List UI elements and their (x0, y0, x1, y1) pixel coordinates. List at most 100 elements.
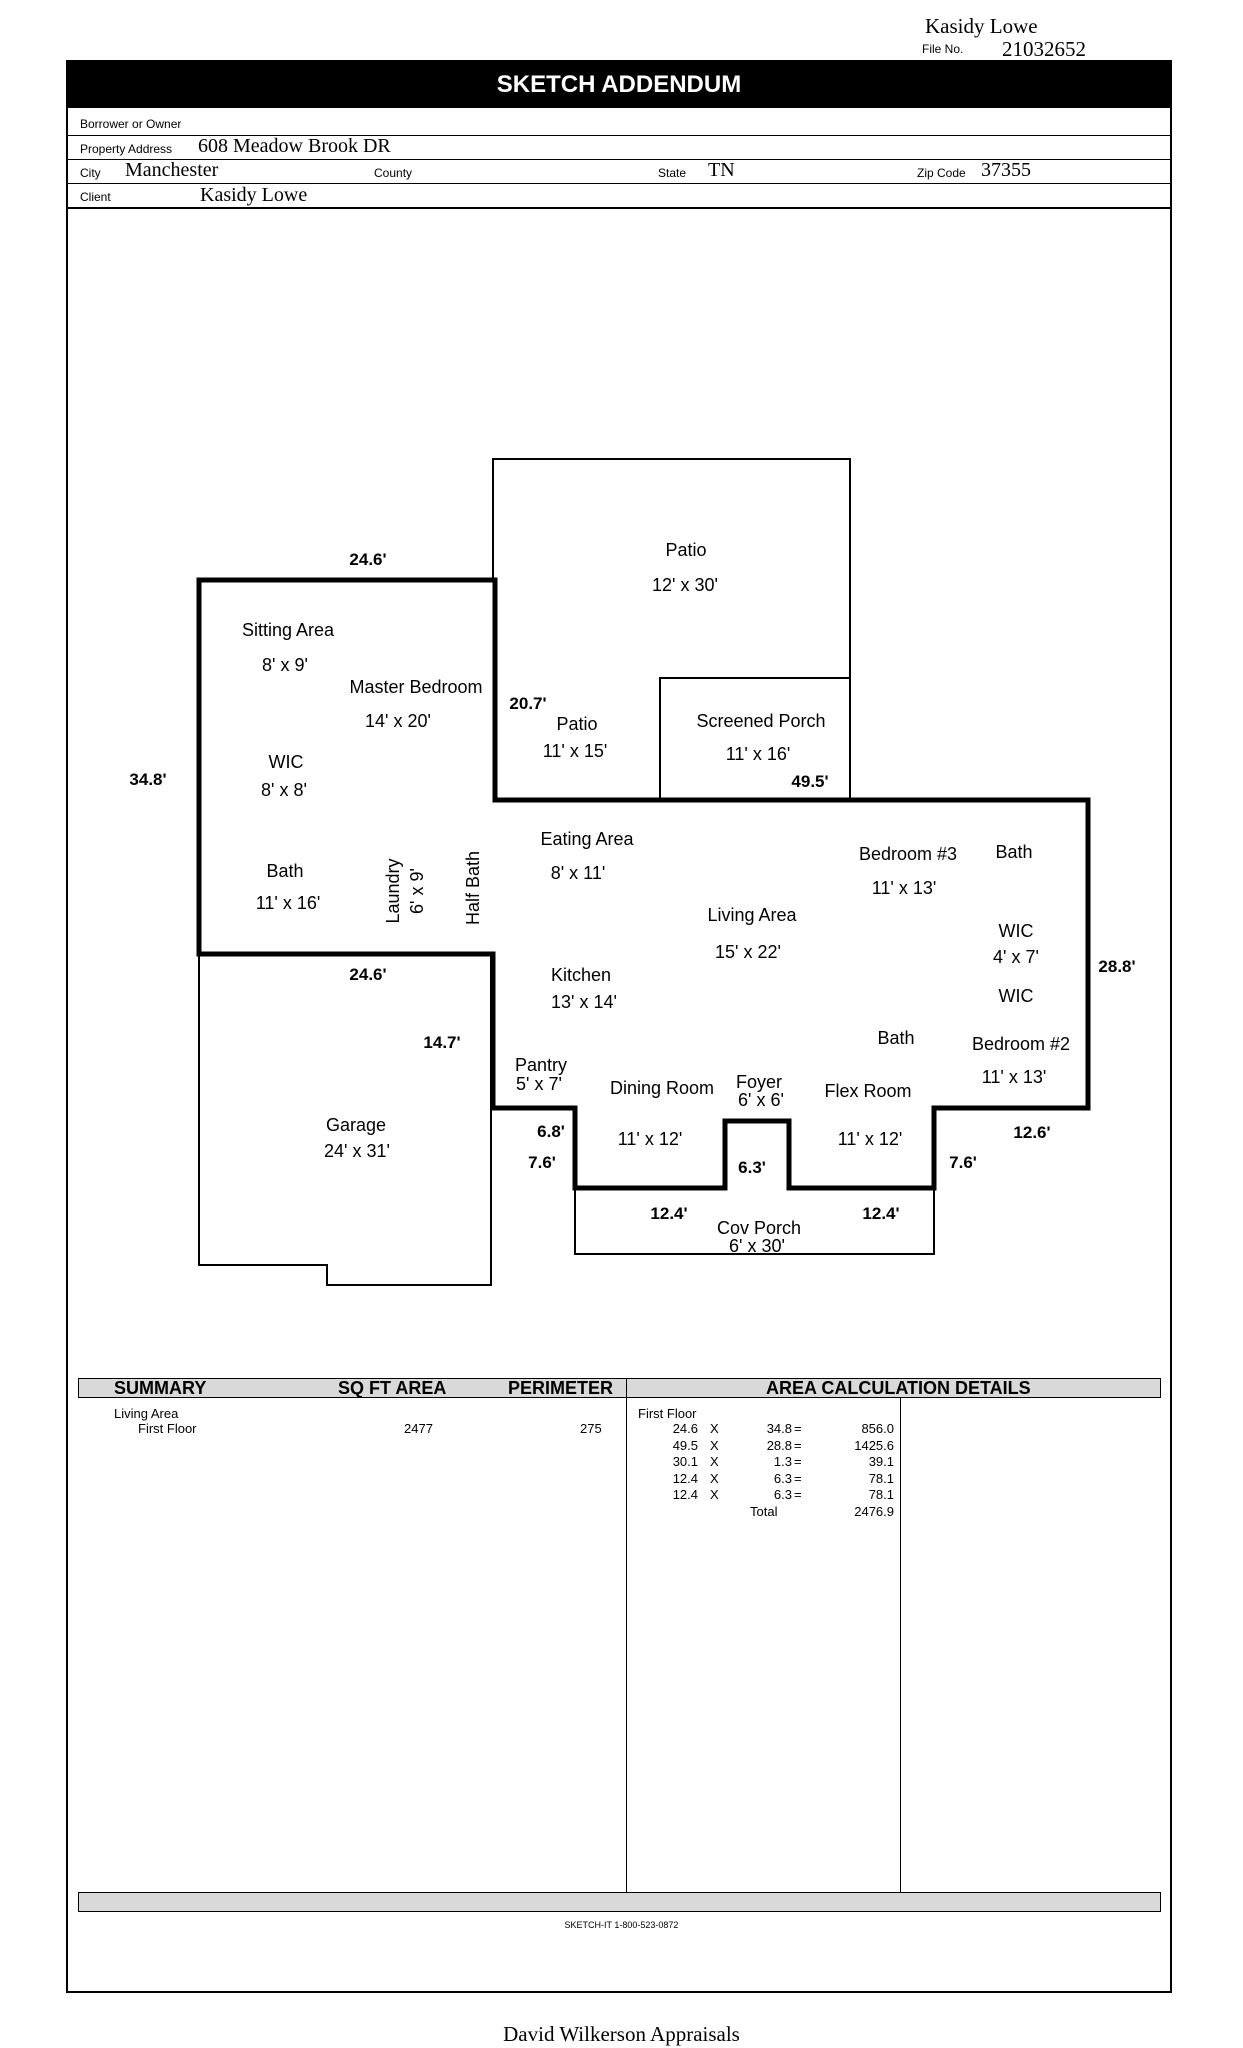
document-title: SKETCH ADDENDUM (68, 62, 1170, 108)
details-header: AREA CALCULATION DETAILS (766, 1378, 1031, 1398)
room-dim-kitchen: 13' x 14' (551, 992, 617, 1012)
state-value: TN (708, 159, 735, 181)
zip-value: 37355 (981, 159, 1031, 181)
client-value: Kasidy Lowe (200, 184, 308, 206)
floor-plan-sketch: Patio 12' x 30' Sitting Area 8' x 9' Mas… (129, 458, 1136, 1286)
room-label-laundry: Laundry (383, 858, 403, 923)
dimension-labels: 24.6' 34.8' 20.7' 49.5' 28.8' 24.6' 14.7… (129, 550, 1135, 1223)
room-dim-cov-porch: 6' x 30' (729, 1236, 785, 1256)
area-summary-table: SUMMARY SQ FT AREA PERIMETER AREA CALCUL… (78, 1378, 1161, 1913)
first-floor-label: First Floor (138, 1421, 197, 1436)
first-floor-perimeter: 275 (580, 1421, 602, 1436)
calc-row: 12.4 X 6.3 = 78.1 (672, 1470, 894, 1486)
room-dim-living-area: 15' x 22' (715, 942, 781, 962)
room-dim-sitting-area: 8' x 9' (262, 655, 308, 675)
city-value: Manchester (125, 159, 219, 181)
dim-right-side: 28.8' (1098, 957, 1135, 976)
room-labels: Patio 12' x 30' Sitting Area 8' x 9' Mas… (242, 540, 1070, 1256)
dim-top-left: 24.6' (349, 550, 386, 569)
sketch-outlines-heavy (196, 577, 1091, 1191)
room-label-flex-room: Flex Room (824, 1081, 911, 1101)
calc-row: 24.6 X 34.8 = 856.0 (672, 1421, 894, 1436)
borrower-label: Borrower or Owner (80, 117, 182, 131)
dim-left-step: 7.6' (528, 1153, 556, 1172)
room-dim-flex-room: 11' x 12' (838, 1129, 903, 1149)
room-label-half-bath: Half Bath (463, 851, 483, 925)
summary-header: SUMMARY (114, 1378, 207, 1398)
perimeter-header: PERIMETER (508, 1378, 614, 1398)
room-label-patio-mid: Patio (556, 714, 597, 734)
dim-garage-side: 14.7' (423, 1033, 460, 1052)
column-divider-1 (626, 1378, 627, 1895)
living-area-outline (196, 577, 1091, 1191)
screened-porch-outline (659, 677, 850, 800)
room-label-bath-mid: Bath (877, 1028, 914, 1048)
summary-bottom-bar (78, 1892, 1161, 1912)
dim-right-step: 7.6' (949, 1153, 977, 1172)
room-label-patio-top: Patio (665, 540, 706, 560)
room-dim-pantry: 5' x 7' (516, 1074, 562, 1094)
patio-top-outline (492, 458, 851, 800)
total-value: 2476.9 (854, 1503, 894, 1519)
room-label-dining-room: Dining Room (610, 1078, 714, 1098)
county-label: County (374, 166, 413, 180)
room-dim-garage: 24' x 31' (324, 1141, 390, 1161)
zip-label: Zip Code (917, 166, 966, 180)
calc-rows: 24.6 X 34.8 = 856.0 49.5 X 28.8 = 1425.6… (658, 1421, 898, 1521)
dim-bottom-right: 12.4' (862, 1204, 899, 1223)
room-dim-wic-left: 8' x 8' (261, 780, 307, 800)
room-label-foyer: Foyer (736, 1072, 782, 1092)
room-label-master-bedroom: Master Bedroom (349, 677, 482, 697)
city-label: City (80, 166, 101, 180)
room-dim-patio-top: 12' x 30' (652, 575, 718, 595)
company-name: David Wilkerson Appraisals (503, 2022, 740, 2046)
room-label-wic-right: WIC (999, 921, 1034, 941)
room-label-garage: Garage (326, 1115, 386, 1135)
dim-screened-bottom: 49.5' (791, 772, 828, 791)
room-label-pantry: Pantry (515, 1055, 567, 1075)
room-dim-bath-left: 11' x 16' (256, 893, 321, 913)
dim-left-side: 34.8' (129, 770, 166, 789)
room-label-bath-left: Bath (266, 861, 303, 881)
room-dim-master-bedroom: 14' x 20' (365, 711, 431, 731)
room-label-bedroom-2: Bedroom #2 (972, 1034, 1070, 1054)
room-label-kitchen: Kitchen (551, 965, 611, 985)
room-dim-bedroom-3: 11' x 13' (872, 878, 937, 898)
address-row: Property Address 608 Meadow Brook DR (68, 135, 1170, 160)
calc-total-row: Total 2476.9 (658, 1504, 898, 1521)
room-label-cov-porch: Cov Porch (717, 1218, 801, 1238)
room-dim-bedroom-2: 11' x 13' (982, 1067, 1047, 1087)
owner-name-top: Kasidy Lowe (925, 14, 1038, 38)
sketch-outlines-thin (198, 458, 935, 1286)
column-divider-2 (900, 1398, 901, 1895)
document-frame (66, 60, 1172, 1993)
state-label: State (658, 166, 687, 180)
borrower-row: Borrower or Owner (68, 108, 1170, 136)
file-number-value: 21032652 (1002, 37, 1086, 61)
dim-bottom-left: 12.4' (650, 1204, 687, 1223)
address-value: 608 Meadow Brook DR (198, 135, 391, 157)
cov-porch-outline (574, 1187, 935, 1255)
room-dim-wic-right: 4' x 7' (993, 947, 1039, 967)
room-label-living-area: Living Area (707, 905, 797, 925)
calc-row: 49.5 X 28.8 = 1425.6 (672, 1437, 894, 1453)
address-label: Property Address (80, 142, 173, 156)
room-label-bedroom-3: Bedroom #3 (859, 844, 957, 864)
garage-outline (198, 954, 492, 1286)
room-dim-patio-mid: 11' x 15' (543, 741, 608, 761)
first-floor-sqft: 2477 (404, 1421, 433, 1436)
room-label-wic-right-2: WIC (999, 986, 1034, 1006)
room-dim-screened-porch: 11' x 16' (726, 744, 791, 764)
dim-pantry-step: 6.8' (537, 1122, 565, 1141)
sqft-header: SQ FT AREA (338, 1378, 447, 1398)
client-row: Client Kasidy Lowe (68, 183, 1170, 209)
room-dim-laundry: 6' x 9' (407, 868, 427, 914)
total-label: Total (750, 1503, 778, 1519)
dim-right-step-top: 12.6' (1013, 1123, 1050, 1142)
room-label-bath-right-top: Bath (995, 842, 1032, 862)
dim-patio-side: 20.7' (509, 694, 546, 713)
file-number-label: File No. (922, 42, 964, 56)
room-label-sitting-area: Sitting Area (242, 620, 335, 640)
client-label: Client (80, 190, 111, 204)
room-dim-eating-area: 8' x 11' (551, 863, 606, 883)
